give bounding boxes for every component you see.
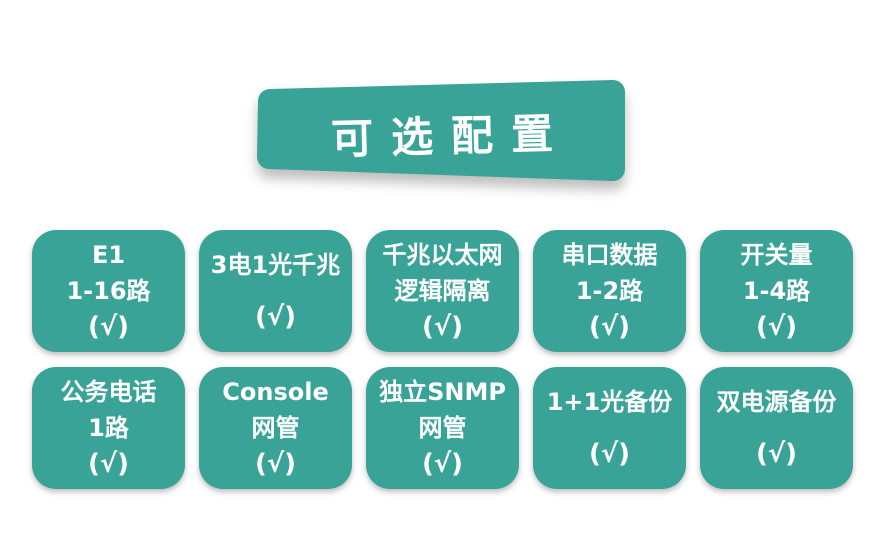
card-e1: E1 1-16路 (√) bbox=[32, 230, 185, 352]
card-power-backup: 双电源备份 (√) bbox=[700, 367, 853, 489]
card-optical-backup: 1+1光备份 (√) bbox=[533, 367, 686, 489]
card-snmp-management: 独立SNMP 网管 (√) bbox=[366, 367, 519, 489]
check-mark: (√) bbox=[87, 449, 130, 479]
card-subtitle: 1-16路 bbox=[66, 277, 151, 305]
card-title: E1 bbox=[91, 241, 126, 269]
card-dry-contact: 开关量 1-4路 (√) bbox=[700, 230, 853, 352]
card-subtitle: 网管 bbox=[418, 414, 467, 442]
option-cards-grid: E1 1-16路 (√) 3电1光千兆 (√) 千兆以太网 逻辑隔离 (√) 串… bbox=[32, 230, 853, 489]
card-title: 开关量 bbox=[740, 241, 813, 269]
check-mark: (√) bbox=[254, 449, 297, 479]
card-title: 双电源备份 bbox=[716, 388, 837, 416]
check-mark: (√) bbox=[87, 312, 130, 342]
card-serial-data: 串口数据 1-2路 (√) bbox=[533, 230, 686, 352]
card-title: Console bbox=[222, 378, 329, 406]
title-banner: 可选配置 bbox=[250, 72, 634, 190]
card-subtitle: 1-4路 bbox=[742, 277, 811, 305]
check-mark: (√) bbox=[254, 302, 297, 332]
check-mark: (√) bbox=[421, 312, 464, 342]
check-mark: (√) bbox=[421, 449, 464, 479]
card-title: 公务电话 bbox=[60, 378, 157, 406]
check-mark: (√) bbox=[588, 439, 631, 469]
card-title: 千兆以太网 bbox=[382, 241, 503, 269]
card-3e-1o-gigabit: 3电1光千兆 (√) bbox=[199, 230, 352, 352]
card-gigabit-ethernet-isolation: 千兆以太网 逻辑隔离 (√) bbox=[366, 230, 519, 352]
card-subtitle: 1路 bbox=[88, 414, 129, 442]
page-title: 可选配置 bbox=[330, 108, 572, 164]
check-mark: (√) bbox=[755, 439, 798, 469]
card-title: 1+1光备份 bbox=[546, 388, 673, 416]
check-mark: (√) bbox=[755, 312, 798, 342]
card-subtitle: 网管 bbox=[251, 414, 300, 442]
check-mark: (√) bbox=[588, 312, 631, 342]
banner-shape bbox=[257, 80, 625, 181]
card-title: 独立SNMP bbox=[379, 378, 506, 406]
card-subtitle: 逻辑隔离 bbox=[394, 277, 491, 305]
card-title: 串口数据 bbox=[561, 241, 658, 269]
card-console-management: Console 网管 (√) bbox=[199, 367, 352, 489]
card-title: 3电1光千兆 bbox=[210, 251, 341, 279]
card-service-phone: 公务电话 1路 (√) bbox=[32, 367, 185, 489]
card-subtitle: 1-2路 bbox=[575, 277, 644, 305]
